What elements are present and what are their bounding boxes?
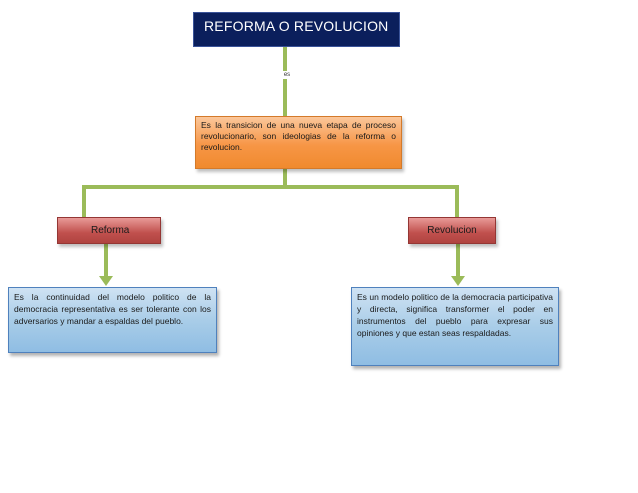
connector-right-down — [455, 185, 459, 218]
reforma-description-text: Es la continuidad del modelo politico de… — [14, 292, 211, 326]
reforma-label: Reforma — [91, 225, 130, 236]
title-text: REFORMA O REVOLUCION — [204, 18, 389, 34]
connector-left-down — [82, 185, 86, 218]
revolucion-label: Revolucion — [427, 225, 477, 236]
revolucion-description-text: Es un modelo politico de la democracia p… — [357, 292, 553, 338]
definition-text: Es la transicion de una nueva etapa de p… — [201, 120, 396, 152]
title-node: REFORMA O REVOLUCION — [193, 12, 400, 47]
connector-definition-down — [283, 169, 287, 188]
revolucion-description-node: Es un modelo politico de la democracia p… — [351, 287, 559, 366]
reforma-node: Reforma — [57, 217, 161, 244]
connector-title-to-es — [283, 47, 287, 117]
connector-revolucion-down — [456, 244, 460, 276]
connector-horizontal — [82, 185, 458, 189]
revolucion-node: Revolucion — [408, 217, 496, 244]
connector-label-es: es — [280, 71, 294, 79]
reforma-description-node: Es la continuidad del modelo politico de… — [8, 287, 217, 353]
connector-reforma-down — [104, 244, 108, 276]
arrow-to-revolucion-description — [451, 276, 465, 286]
arrow-to-reforma-description — [99, 276, 113, 286]
definition-node: Es la transicion de una nueva etapa de p… — [195, 116, 402, 169]
